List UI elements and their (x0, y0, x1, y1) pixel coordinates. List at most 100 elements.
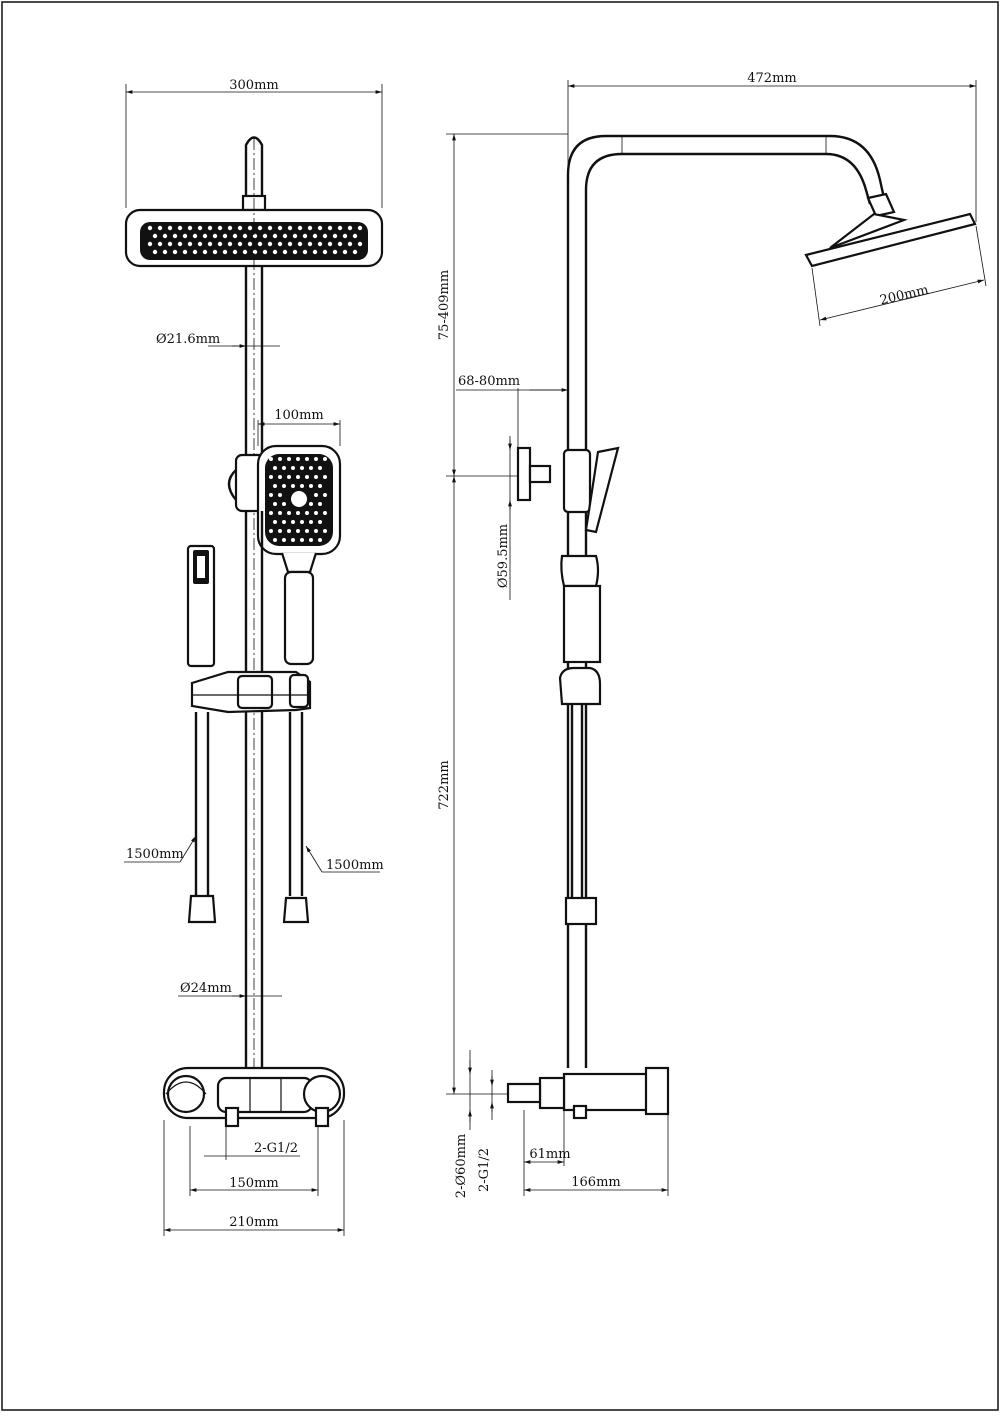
head-swivel (866, 192, 896, 218)
nozzle (262, 249, 268, 255)
rain-head-nozzles (147, 225, 363, 255)
hand-nozzle (291, 538, 295, 542)
hand-nozzle (296, 529, 300, 533)
nozzle (287, 225, 293, 231)
nozzle (147, 225, 153, 231)
nozzle (292, 233, 298, 239)
riser-lower (244, 712, 264, 1068)
hand-nozzle (269, 457, 273, 461)
nozzle (257, 225, 263, 231)
nozzle (332, 249, 338, 255)
hand-nozzle (300, 466, 304, 470)
nozzle (297, 225, 303, 231)
label-pipe-dia-bottom: Ø24mm (180, 981, 232, 996)
nozzle (247, 225, 253, 231)
riser-top-cap (244, 136, 264, 198)
nozzle (337, 241, 343, 247)
hand-nozzle (296, 457, 300, 461)
hand-nozzle (314, 475, 318, 479)
nozzle (187, 241, 193, 247)
nozzle (242, 249, 248, 255)
hand-nozzle (296, 511, 300, 515)
hand-nozzle (318, 466, 322, 470)
hand-nozzle (282, 520, 286, 524)
nozzle (347, 225, 353, 231)
hand-nozzle (269, 529, 273, 533)
nozzle (342, 249, 348, 255)
hand-nozzle (269, 511, 273, 515)
nozzle (317, 225, 323, 231)
nozzle (292, 249, 298, 255)
nozzle (357, 225, 363, 231)
nozzle (282, 233, 288, 239)
hand-nozzle (282, 538, 286, 542)
shower-arm-inner (584, 152, 872, 1068)
label-inlet-spacing: 150mm (229, 1176, 278, 1191)
nozzle (192, 233, 198, 239)
nozzle (332, 233, 338, 239)
nozzle (282, 249, 288, 255)
nozzle (307, 241, 313, 247)
nozzle (302, 233, 308, 239)
slide-bracket-side (558, 666, 602, 706)
nozzle (157, 241, 163, 247)
nozzle (177, 241, 183, 247)
nozzle (227, 225, 233, 231)
nozzle (217, 241, 223, 247)
nozzle (317, 241, 323, 247)
nozzle (147, 241, 153, 247)
hand-nozzle (314, 457, 318, 461)
hand-nozzle (314, 511, 318, 515)
side-view (506, 134, 977, 1120)
hand-nozzle (273, 538, 277, 542)
dimensions (124, 80, 987, 1236)
nozzle (162, 249, 168, 255)
nozzle (337, 225, 343, 231)
rain-head-side (804, 212, 977, 268)
nozzle (257, 241, 263, 247)
hand-nozzle (300, 538, 304, 542)
hand-nozzle (278, 493, 282, 497)
hand-nozzle (278, 457, 282, 461)
valve-side (506, 1066, 670, 1120)
nozzle (222, 249, 228, 255)
hand-nozzle (309, 520, 313, 524)
hand-nozzle (291, 520, 295, 524)
hand-nozzle (278, 529, 282, 533)
nozzle (192, 249, 198, 255)
nozzle (232, 249, 238, 255)
nozzle (242, 233, 248, 239)
nozzle (212, 249, 218, 255)
nozzle (262, 233, 268, 239)
nozzle (312, 249, 318, 255)
nozzle (182, 249, 188, 255)
label-escutcheon-dia: 2-Ø60mm (454, 1134, 469, 1199)
nozzle (157, 225, 163, 231)
label-valve-width: 210mm (229, 1215, 278, 1230)
nozzle (197, 225, 203, 231)
hand-nozzle (287, 511, 291, 515)
nozzle (187, 225, 193, 231)
hand-nozzle (309, 466, 313, 470)
hand-nozzle (323, 475, 327, 479)
nozzle (217, 225, 223, 231)
thermostatic-valve (162, 1066, 346, 1128)
nozzle (312, 233, 318, 239)
hand-nozzle (269, 493, 273, 497)
hand-nozzle (273, 520, 277, 524)
hand-nozzle (291, 484, 295, 488)
hand-nozzle (287, 475, 291, 479)
hand-shower (256, 444, 342, 666)
hand-nozzle (309, 502, 313, 506)
hand-nozzle (273, 484, 277, 488)
nozzle (267, 225, 273, 231)
front-view (124, 136, 384, 1128)
nozzle (342, 233, 348, 239)
nozzle (177, 225, 183, 231)
hand-nozzle (318, 520, 322, 524)
label-inlet-length: 61mm (529, 1147, 570, 1162)
label-total-reach: 472mm (747, 71, 796, 86)
nozzle (232, 233, 238, 239)
